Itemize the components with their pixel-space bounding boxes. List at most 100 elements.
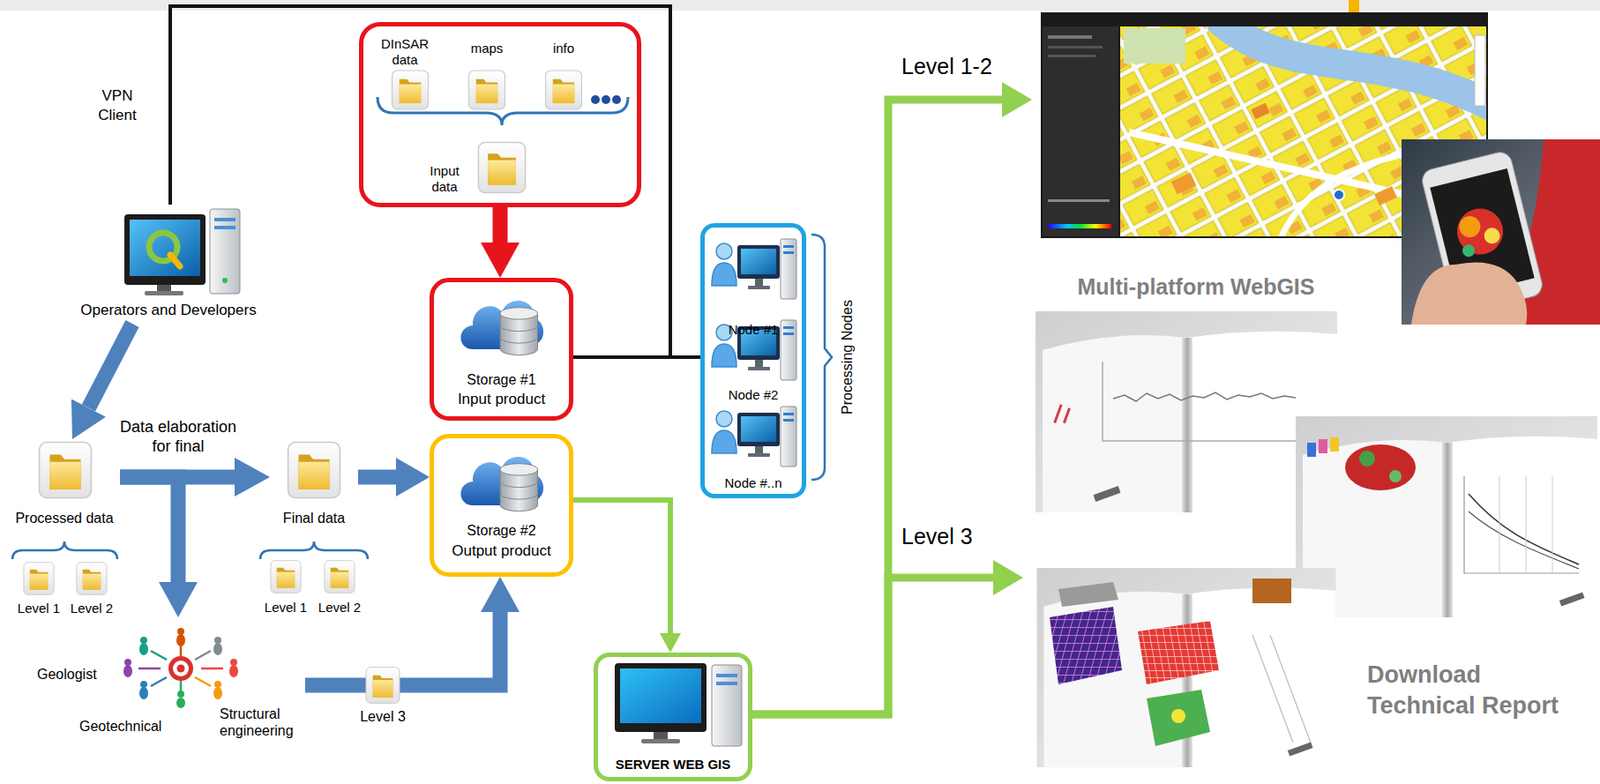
- ellipsis-dot: [590, 95, 600, 105]
- brace: [377, 97, 629, 126]
- report-photo: [1359, 450, 1376, 467]
- expert-team-icon: [229, 665, 239, 678]
- node-text: Node #2: [704, 387, 802, 404]
- workstation-icon: [711, 239, 797, 300]
- report-photo: [1037, 568, 1337, 768]
- web-gis-server-box: SERVER WEB GIS: [593, 652, 753, 782]
- node-text: Input data: [418, 163, 472, 195]
- mobile-photo: [1460, 243, 1476, 259]
- flow-connector: [305, 612, 501, 686]
- input-data-box: DInSAR datamapsinfoInput data: [358, 22, 642, 208]
- report-photo: [1252, 578, 1292, 604]
- workstation-icon: [711, 406, 797, 467]
- annotation-label: Level 1: [12, 600, 66, 617]
- expert-team-icon: [213, 687, 223, 700]
- report-photo: [1252, 635, 1311, 743]
- expert-team-icon: [194, 650, 211, 660]
- web-gis-server-icon: [614, 663, 707, 733]
- cloud-storage-icon: [460, 300, 544, 356]
- report-photo: [1468, 493, 1579, 565]
- web-gis-server-icon: [716, 673, 738, 678]
- webgis-screenshot: [1042, 26, 1119, 237]
- report-photo: [1295, 416, 1598, 618]
- node-text: Storage #2: [434, 522, 569, 539]
- mobile-photo: [1457, 214, 1483, 240]
- annotation-label: Level 1: [259, 599, 313, 616]
- expert-team-icon: [172, 660, 189, 677]
- expert-team-icon: [140, 636, 148, 644]
- expert-team-icon: [139, 642, 149, 656]
- expert-team-icon: [177, 628, 185, 636]
- expert-team-icon: [177, 665, 186, 673]
- node-text: SERVER WEB GIS: [598, 756, 748, 773]
- flow-connector: [358, 470, 397, 486]
- report-photo: [1102, 361, 1324, 442]
- report-photo: [1035, 311, 1338, 513]
- node-text: Output product: [434, 542, 569, 561]
- node-text: Input product: [434, 390, 569, 409]
- storage-box: Storage #2 Output product: [429, 433, 574, 577]
- webgis-screenshot: [1250, 103, 1270, 120]
- report-photo: [1559, 591, 1586, 606]
- report-photo: [1171, 709, 1186, 724]
- report-photo: [1318, 439, 1328, 454]
- folder-icon: [324, 560, 355, 594]
- report-photo: [1464, 476, 1579, 574]
- expert-team: GeologistGeotechnicalStructural engineer…: [31, 617, 306, 746]
- webgis-screenshot: [1047, 54, 1096, 58]
- ellipsis-dot: [612, 95, 621, 105]
- node-text: Operators and Developers: [52, 301, 285, 320]
- expert-team-icon: [150, 677, 167, 687]
- node-text: DInSAR data: [376, 36, 434, 68]
- annotation-label: Level 2: [313, 599, 367, 616]
- expert-team-icon: [138, 642, 224, 695]
- node-text: Geologist: [37, 665, 119, 683]
- node-text: Node #1: [704, 321, 802, 338]
- report-photo: [1499, 476, 1553, 574]
- report-photo: [1093, 485, 1122, 502]
- connector-label: Level 1-2: [901, 52, 1017, 80]
- report-photo: [1058, 582, 1119, 607]
- report-photo: [1062, 407, 1071, 424]
- annotation-label: VPN Client: [89, 86, 146, 126]
- report-photo: [1330, 437, 1339, 452]
- operator-workstation: [124, 214, 206, 285]
- node-text: Geotechnical: [79, 717, 177, 735]
- ellipsis-dot: [601, 95, 611, 105]
- node-text: Node #..n: [704, 475, 802, 492]
- mobile-photo: [1452, 203, 1509, 260]
- expert-team-icon: [194, 677, 211, 687]
- expert-team-icon: [124, 658, 132, 666]
- expert-team-icon: [230, 658, 238, 666]
- flow-connector: [573, 500, 671, 634]
- operator-workstation: [129, 219, 201, 277]
- mobile-photo: [1401, 139, 1600, 325]
- expert-team-icon: [176, 697, 186, 709]
- operator-workstation: [214, 225, 236, 230]
- group-heading: Processing Nodes: [838, 299, 856, 415]
- expert-team-icon: [201, 667, 224, 671]
- flow-connector: [88, 323, 133, 408]
- top-bar-mark: [1348, 0, 1360, 13]
- operator-workstation: [124, 209, 240, 296]
- expert-team-icon: [214, 680, 222, 688]
- folder-icon: [545, 70, 583, 110]
- node-text: maps: [460, 40, 514, 57]
- webgis-screenshot: [1474, 35, 1486, 106]
- cloud-storage-icon: [460, 456, 544, 512]
- expert-team-icon: [150, 650, 167, 660]
- expert-team-icon: [123, 628, 239, 709]
- node-text: Processed data: [8, 509, 120, 527]
- folder-icon: [392, 70, 429, 110]
- report-photo: [1307, 442, 1316, 457]
- web-gis-server-icon: [711, 665, 742, 747]
- final-data-folder: Final data: [269, 439, 359, 532]
- report-photo: [1345, 444, 1416, 491]
- expert-team-icon: [168, 656, 194, 681]
- expert-team-icon: [214, 636, 222, 644]
- web-gis-server-icon: [641, 739, 681, 744]
